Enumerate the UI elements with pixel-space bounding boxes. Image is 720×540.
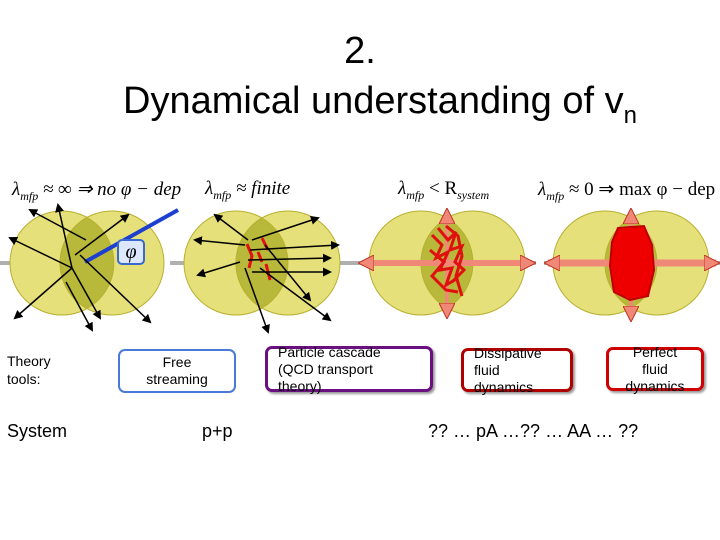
theory-tools-label: Theory tools: — [7, 353, 51, 387]
box-particle-cascade: Particle cascade(QCD transport theory) — [265, 344, 433, 394]
collision-diagram: φ — [0, 203, 720, 334]
system-label: System — [7, 421, 68, 441]
system-sequence: ?? … pA …?? … AA … ?? — [428, 421, 639, 441]
cascade-scribble — [429, 224, 467, 297]
slide-number: 2. — [344, 30, 376, 72]
fluid-blob — [608, 224, 656, 302]
box-free-streaming: Free streaming — [118, 349, 236, 393]
system-pp: p+p — [202, 421, 233, 441]
reaction-plane-vector — [84, 208, 179, 264]
formula-zero: λmfp ≈ 0 ⇒ max φ − dep — [538, 179, 716, 203]
panel-perfect-fluid — [548, 211, 716, 318]
slide-title-subscript: n — [623, 102, 637, 129]
phi-symbol: φ — [125, 241, 136, 263]
panel-free-streaming: φ — [8, 203, 179, 332]
phi-box — [117, 239, 145, 265]
panel-dissipative — [362, 211, 532, 315]
slide-title-text: Dynamical understanding of v — [123, 80, 624, 122]
panel-cascade — [183, 210, 341, 334]
formula-finite: λmfp ≈ finite — [205, 178, 291, 202]
formula-free-streaming: λmfp ≈ ∞ ⇒ no φ − dep — [12, 179, 182, 203]
slide-title: Dynamical understanding of vn — [20, 80, 720, 130]
formula-system-size: λmfp < Rsystem — [398, 178, 490, 202]
